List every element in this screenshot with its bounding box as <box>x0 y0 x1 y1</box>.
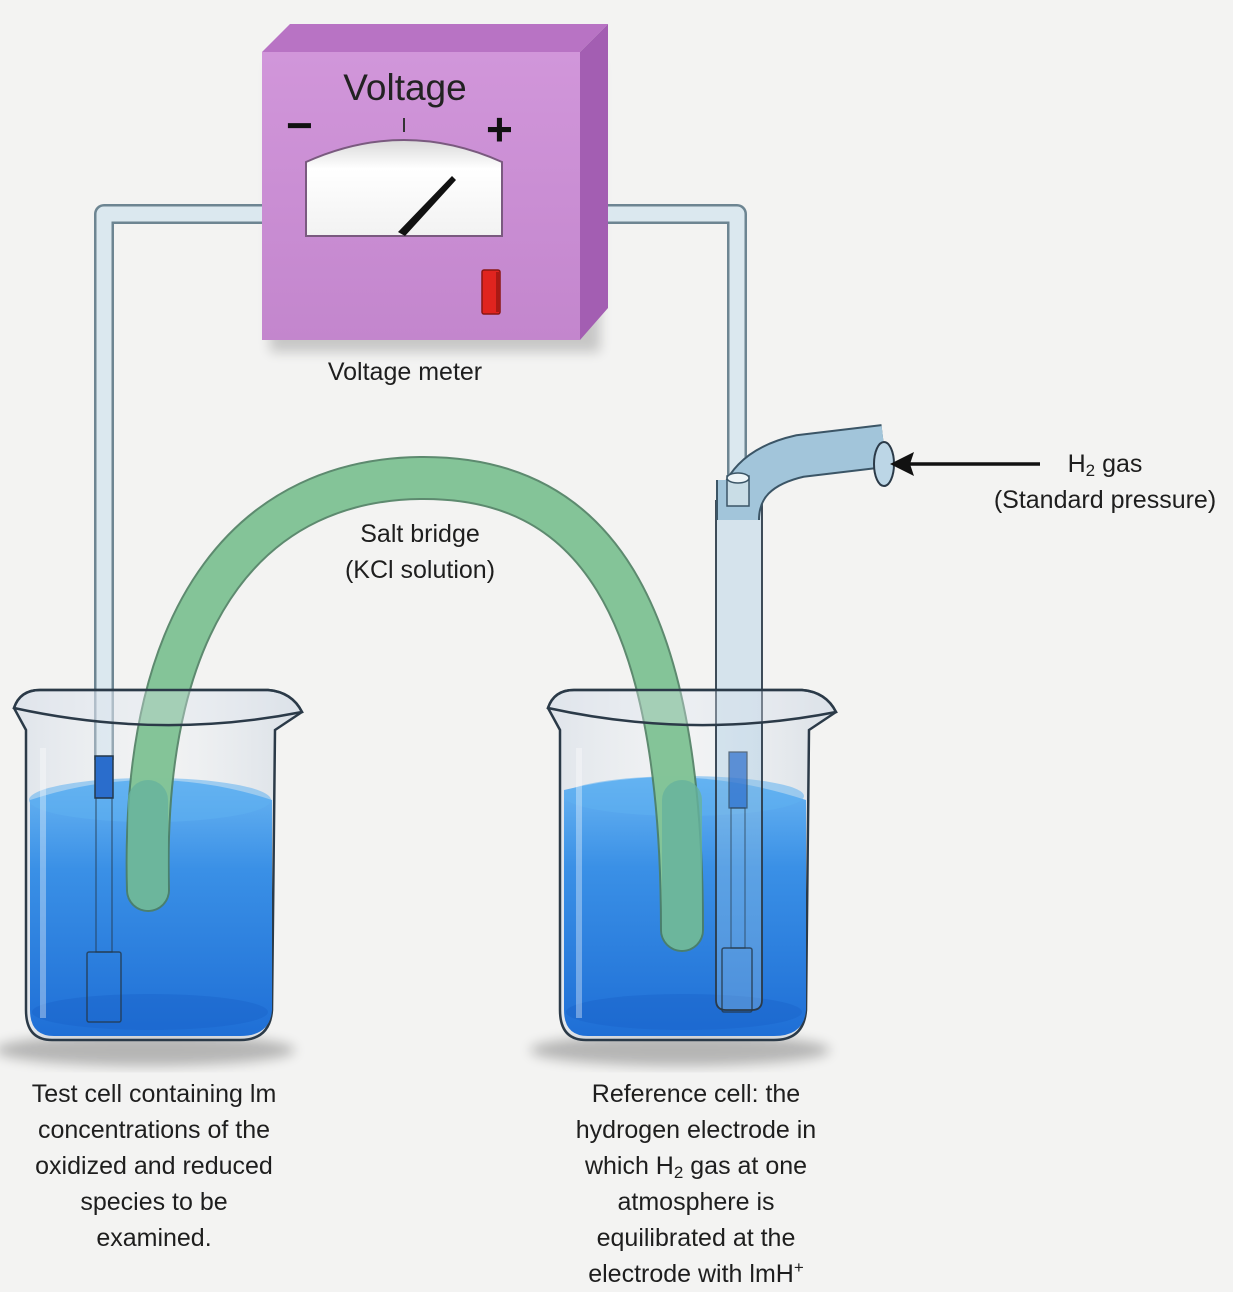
voltage-meter <box>262 24 608 340</box>
left-wire <box>94 204 264 760</box>
salt-bridge-label: Salt bridge (KCl solution) <box>344 520 496 584</box>
reference-cell-rim <box>546 688 838 727</box>
test-cell-rim <box>12 688 304 727</box>
meter-needle <box>398 176 456 236</box>
reference-cell-beaker <box>546 500 838 1042</box>
salt-bridge <box>125 455 704 952</box>
reference-cell-label: Reference cell: the hydrogen electrode i… <box>575 1080 817 1288</box>
right-beaker-shadow <box>530 1034 830 1066</box>
meter-dial <box>305 139 503 237</box>
test-cell-label: Test cell containing lm concentrations o… <box>31 1080 277 1252</box>
gas-label: H2 gas (Standard pressure) <box>993 450 1217 514</box>
left-beaker-shadow <box>0 1034 295 1066</box>
meter-minus-sign: − <box>286 99 313 151</box>
gas-arrow <box>890 452 1040 476</box>
voltage-meter-caption: Voltage meter <box>327 358 483 386</box>
meter-title: Voltage <box>343 67 467 108</box>
meter-plus-sign: + <box>486 103 513 155</box>
gas-inlet-tube <box>716 424 895 522</box>
